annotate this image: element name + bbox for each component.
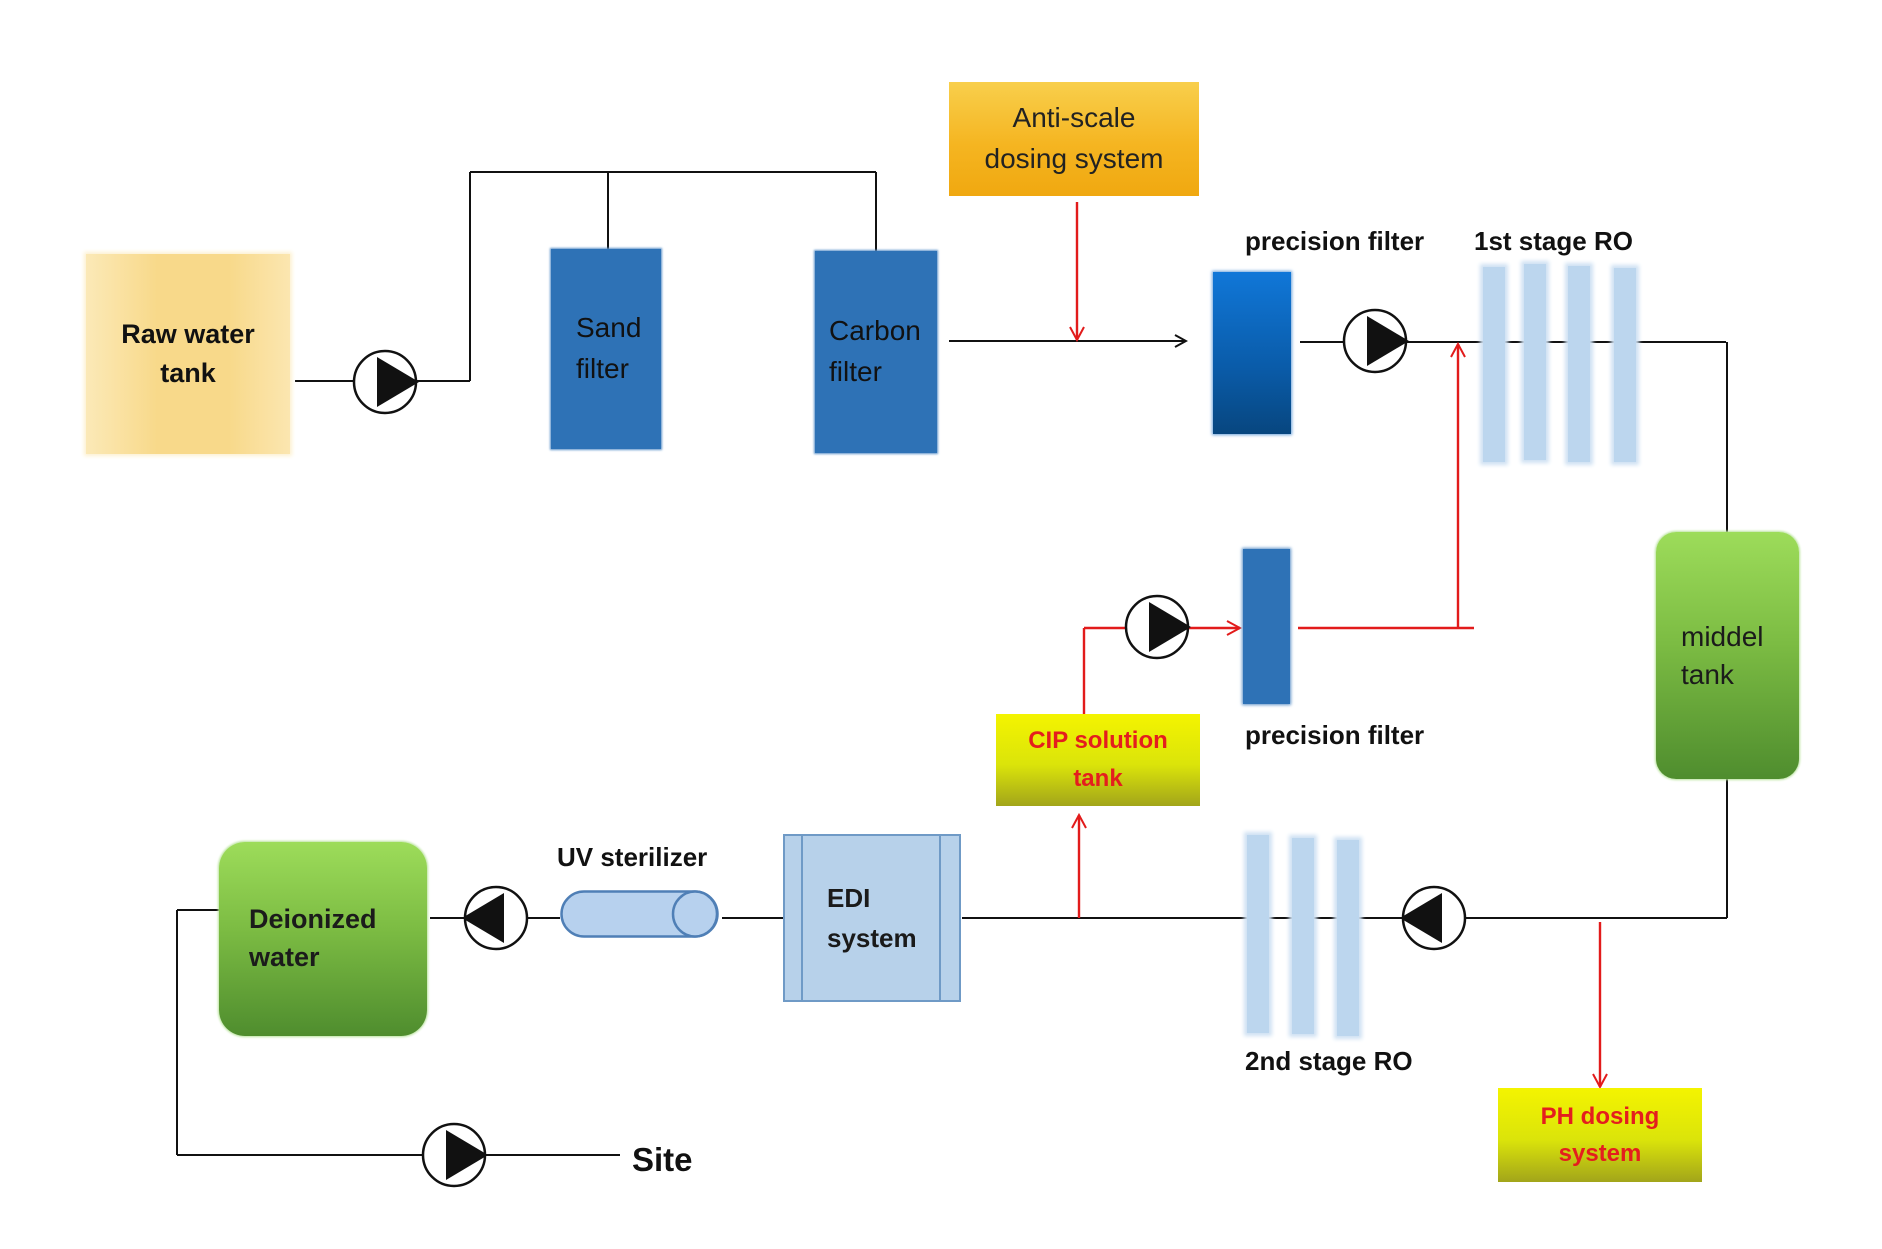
first-stage-ro-membrane: [1568, 266, 1590, 462]
edi-divider: [939, 834, 941, 1002]
precision-filter-1-label: precision filter: [1245, 226, 1425, 256]
second-stage-ro-membrane: [1247, 835, 1269, 1033]
sand-filter: Sand filter: [551, 249, 661, 449]
edi-system: EDI system: [783, 834, 961, 1002]
first-stage-ro-membrane: [1614, 268, 1636, 462]
pump-icon: [421, 1122, 488, 1188]
pump-icon: [1342, 308, 1409, 374]
carbon-filter-label: Carbon filter: [829, 315, 921, 387]
middle-tank-label: middel tank: [1681, 620, 1764, 690]
deionized-water-label: Deionized water: [249, 904, 377, 972]
anti-scale-label: Anti-scale dosing system: [984, 102, 1164, 174]
pump-icon: [352, 349, 419, 415]
pump-icon: [1400, 885, 1467, 951]
ph-dosing-label: PH dosing system: [1540, 1102, 1660, 1167]
pump-icon: [1124, 594, 1191, 660]
process-lines: [176, 171, 1728, 1156]
sand-filter-label: Sand filter: [576, 312, 642, 384]
anti-scale-dosing-system: Anti-scale dosing system: [949, 82, 1199, 196]
raw-water-tank-label: Raw water tank: [121, 318, 255, 388]
second-stage-ro-membrane: [1292, 838, 1314, 1034]
raw-water-tank: Raw water tank: [86, 254, 290, 454]
pump-icon: [462, 885, 529, 951]
uv-sterilizer-label: UV sterilizer: [557, 842, 708, 872]
first-stage-ro-membrane: [1483, 267, 1505, 462]
cip-tank-label: CIP solution tank: [1028, 726, 1168, 792]
second-stage-ro-label: 2nd stage RO: [1245, 1046, 1413, 1076]
deionized-water-tank: Deionized water: [219, 842, 427, 1036]
ph-dosing-system: PH dosing system: [1498, 1088, 1702, 1182]
cip-solution-tank: CIP solution tank: [996, 714, 1200, 806]
precision-filter-1: [1213, 272, 1291, 434]
first-stage-ro-label: 1st stage RO: [1474, 226, 1633, 256]
edi-divider: [801, 834, 803, 1002]
first-stage-ro-membrane: [1524, 264, 1546, 460]
middle-tank: middel tank: [1656, 532, 1799, 779]
site-label: Site: [632, 1141, 693, 1178]
carbon-filter: Carbon filter: [815, 251, 937, 453]
precision-filter-2-label: precision filter: [1245, 720, 1425, 750]
second-stage-ro-membrane: [1337, 840, 1359, 1036]
uv-sterilizer-icon: [560, 890, 719, 938]
precision-filter-2: [1243, 549, 1290, 704]
edi-system-label: EDI system: [827, 882, 917, 953]
